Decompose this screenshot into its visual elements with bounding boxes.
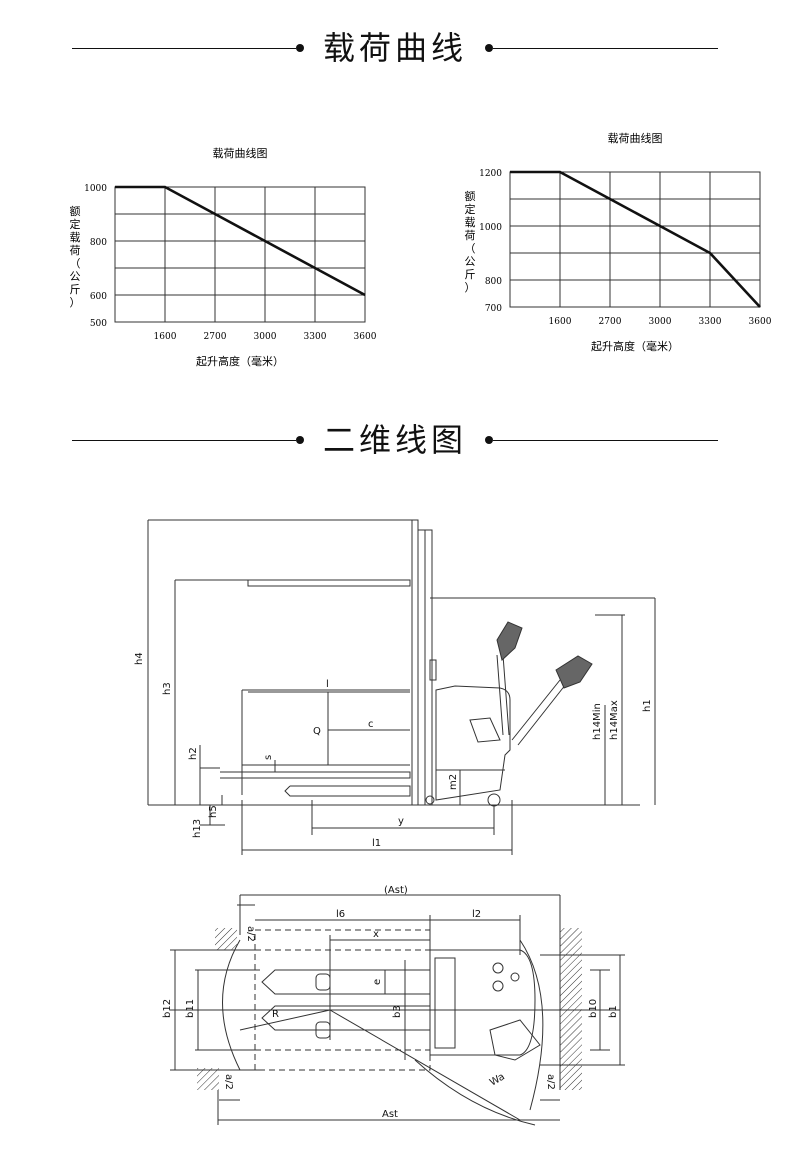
y-tick-label: 700: [485, 304, 502, 314]
y-tick-label: 500: [90, 319, 107, 329]
section-header-drawing: 二维线图: [0, 420, 790, 460]
section-header-load-curve: 载荷曲线: [0, 28, 790, 68]
side-view-drawing: h4 h3 h2 h5 h13 s l Q c m2 y l1 h14Min h…: [134, 519, 656, 855]
header-dot-left: [296, 44, 304, 52]
y-axis-label: 额定载荷（公斤）: [70, 205, 81, 309]
label-R: R: [272, 1009, 279, 1020]
label-b11: b11: [185, 999, 196, 1018]
plot-frame: [509, 171, 761, 308]
label-l: l: [326, 679, 329, 690]
x-axis-label: 起升高度（毫米）: [591, 339, 679, 353]
label-h14max: h14Max: [609, 700, 620, 740]
label-Q: Q: [313, 726, 321, 737]
label-y: y: [398, 816, 404, 827]
label-h14min: h14Min: [592, 703, 603, 740]
x-tick-label: 3300: [699, 317, 722, 327]
label-a-half-bottom-left: a/2: [223, 1074, 234, 1090]
header-dot-left: [296, 436, 304, 444]
chart-title: 载荷曲线图: [608, 131, 663, 145]
y-tick-label: 1000: [479, 223, 502, 233]
label-l1: l1: [372, 838, 381, 849]
x-tick-label: 2700: [599, 317, 622, 327]
y-tick-label: 800: [485, 277, 502, 287]
label-l6: l6: [336, 909, 345, 920]
y-tick-label: 1000: [84, 184, 107, 194]
label-s: s: [263, 755, 274, 760]
x-tick-label: 3000: [649, 317, 672, 327]
top-view-drawing: (Ast) Ast l6 l2 x e b12 b11 b3 R b10 b1 …: [162, 885, 625, 1126]
x-tick-label: 1600: [154, 332, 177, 342]
x-tick-label: 3600: [354, 332, 377, 342]
header-rule-left: [72, 440, 296, 441]
label-b1: b1: [608, 1005, 619, 1018]
label-b10: b10: [588, 999, 599, 1018]
x-tick-label: 3600: [749, 317, 772, 327]
x-tick-label: 1600: [549, 317, 572, 327]
label-h2: h2: [188, 747, 199, 760]
header-rule-right: [493, 440, 718, 441]
label-c: c: [368, 719, 374, 730]
header-dot-right: [485, 436, 493, 444]
x-tick-label: 3300: [304, 332, 327, 342]
plot-frame: [114, 186, 366, 323]
y-tick-label: 1200: [479, 169, 502, 179]
y-tick-label: 600: [90, 292, 107, 302]
load-chart-1: 载荷曲线图 1000 800 600 500 1600 2700 3000 3300 3600 起升…: [70, 146, 377, 368]
label-ast-top: (Ast): [384, 885, 408, 896]
label-a-half-top: a/2: [245, 926, 256, 942]
header-rule-left: [72, 48, 296, 49]
label-h5: h5: [208, 805, 219, 818]
label-ast-bottom: Ast: [382, 1109, 398, 1120]
x-tick-label: 3000: [254, 332, 277, 342]
series-line: [115, 185, 366, 297]
label-h1: h1: [642, 699, 653, 712]
section-title: 二维线图: [322, 421, 467, 459]
y-axis-label: 额定载荷（公斤）: [465, 190, 476, 294]
label-e: e: [372, 979, 383, 985]
series-line: [510, 170, 761, 308]
label-l2: l2: [472, 909, 481, 920]
header-rule-right: [493, 48, 718, 49]
label-x: x: [373, 929, 379, 940]
load-chart-2: 载荷曲线图 1200 1000 800 700 1600 2700 3000 3300 3600 起…: [465, 131, 772, 353]
label-h13: h13: [192, 819, 203, 838]
chart-title: 载荷曲线图: [213, 146, 268, 160]
label-b3: b3: [392, 1005, 403, 1018]
label-Wa: Wa: [488, 1071, 507, 1088]
label-h4: h4: [134, 652, 145, 665]
y-tick-label: 800: [90, 238, 107, 248]
label-h3: h3: [162, 682, 173, 695]
label-m2: m2: [448, 774, 459, 790]
label-b12: b12: [162, 999, 173, 1018]
label-a-half-bottom-right: a/2: [545, 1074, 556, 1090]
section-title: 载荷曲线: [322, 29, 467, 67]
x-axis-label: 起升高度（毫米）: [196, 354, 284, 368]
header-dot-right: [485, 44, 493, 52]
x-tick-label: 2700: [204, 332, 227, 342]
